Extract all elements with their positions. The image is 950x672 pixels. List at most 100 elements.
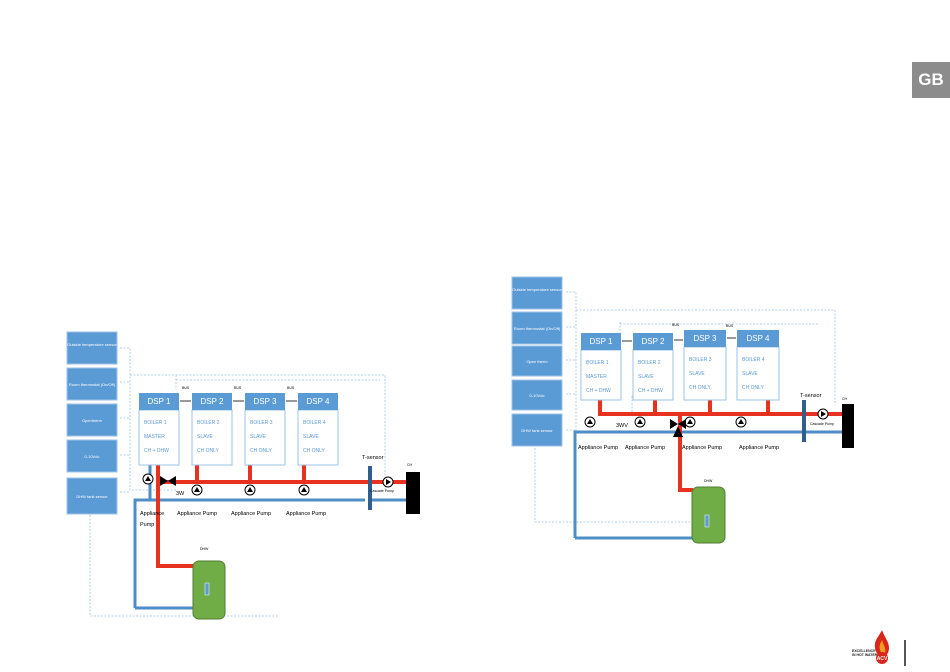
pump-label-1a-left: Appliance	[140, 511, 164, 517]
tsensor-label-left: T-sensor	[362, 455, 384, 461]
control-box-outside-sensor-r: Outside temperature sensor	[511, 276, 563, 310]
control-box-outside-sensor: Outside temperature sensor	[66, 331, 118, 365]
svg-text:DSP 4: DSP 4	[307, 397, 331, 406]
svg-text:0-10Vdc: 0-10Vdc	[85, 454, 100, 459]
ch-label-right: CH	[842, 397, 848, 401]
svg-text:BUS: BUS	[182, 386, 190, 390]
tsensor-label-right: T-sensor	[800, 393, 822, 399]
svg-text:DSP 4: DSP 4	[747, 334, 771, 343]
svg-text:SLAVE: SLAVE	[303, 434, 319, 440]
svg-text:Room thermostat (On/Off): Room thermostat (On/Off)	[514, 326, 561, 331]
svg-text:CH ONLY: CH ONLY	[303, 448, 326, 454]
svg-text:Opentherm: Opentherm	[82, 418, 103, 423]
t-sensor-left	[368, 466, 372, 510]
svg-text:BUS: BUS	[234, 386, 242, 390]
svg-text:Outside temperature sensor: Outside temperature sensor	[67, 342, 117, 347]
cascade-pump-label-right: Cascade Pump	[810, 422, 834, 426]
control-box-room-thermostat: Room thermostat (On/Off)	[66, 367, 118, 401]
pump-label-2-right: Appliance Pump	[625, 445, 665, 451]
boiler-2-right: DSP 2 BOILER 2 SLAVE CH + DHW	[632, 333, 674, 401]
svg-text:DHW tank sensor: DHW tank sensor	[76, 494, 108, 499]
appliance-pump-4-right	[735, 416, 747, 428]
svg-text:Outside temperature sensor: Outside temperature sensor	[512, 287, 562, 292]
svg-text:BOILER 2: BOILER 2	[197, 420, 220, 426]
appliance-pump-1-right	[584, 416, 596, 428]
dhw-label-left: DHW	[200, 547, 209, 551]
svg-text:0-10Vdc: 0-10Vdc	[530, 393, 545, 398]
svg-text:BOILER 2: BOILER 2	[638, 360, 661, 366]
svg-text:CH ONLY: CH ONLY	[742, 385, 765, 391]
control-wiring-left	[89, 347, 386, 617]
bus-links-left: BUS BUS BUS	[180, 386, 297, 402]
cascade-pump-label-left: Cascade Pump	[370, 489, 394, 493]
svg-text:DSP 2: DSP 2	[642, 337, 666, 346]
boiler-3-left: DSP 3 BOILER 3 SLAVE CH ONLY	[244, 393, 286, 466]
diagram-right: Outside temperature sensor Room thermost…	[511, 276, 854, 544]
ch-header-left	[406, 472, 420, 514]
cascade-pump-right	[817, 408, 829, 420]
bus-links-right: BUS BUS	[622, 323, 736, 342]
svg-text:Room thermostat (On/Off): Room thermostat (On/Off)	[69, 382, 116, 387]
pump-label-4-left: Appliance Pump	[286, 511, 326, 517]
svg-text:MASTER: MASTER	[586, 374, 607, 380]
pump-label-4-right: Appliance Pump	[739, 445, 779, 451]
pump-label-2-left: Appliance Pump	[177, 511, 217, 517]
appliance-pump-3-left	[244, 484, 256, 496]
ch-header-right	[842, 404, 854, 448]
control-box-opentherm-r: Open therm	[511, 345, 563, 377]
valve-label-left: 3W	[176, 491, 185, 497]
valve-label-right: 3WV	[616, 423, 628, 429]
boiler-4-left: DSP 4 BOILER 4 SLAVE CH ONLY	[297, 393, 339, 466]
t-sensor-right	[802, 400, 806, 442]
control-box-0-10vdc-r: 0-10Vdc	[511, 379, 563, 411]
svg-text:SLAVE: SLAVE	[742, 371, 758, 377]
control-box-dhw-sensor-r: DHW tank sensor	[511, 413, 563, 447]
svg-text:MASTER: MASTER	[144, 434, 165, 440]
svg-text:BOILER 1: BOILER 1	[586, 360, 609, 366]
svg-text:BOILER 4: BOILER 4	[303, 420, 326, 426]
appliance-pump-2-left	[191, 484, 203, 496]
svg-text:CH + DHW: CH + DHW	[638, 388, 663, 394]
svg-text:DSP 1: DSP 1	[148, 397, 172, 406]
svg-text:BUS: BUS	[726, 324, 734, 328]
control-wiring-right	[534, 291, 836, 523]
appliance-pump-3-right	[684, 416, 696, 428]
svg-text:CH ONLY: CH ONLY	[250, 448, 273, 454]
svg-text:DSP 3: DSP 3	[694, 334, 718, 343]
pump-label-3-right: Appliance Pump	[682, 445, 722, 451]
appliance-pump-4-left	[298, 484, 310, 496]
svg-text:BOILER 4: BOILER 4	[742, 357, 765, 363]
svg-text:DSP 2: DSP 2	[201, 397, 225, 406]
boiler-1-left: DSP 1 BOILER 1 MASTER CH + DHW	[138, 393, 180, 466]
control-box-opentherm: Opentherm	[66, 403, 118, 437]
control-box-room-thermostat-r: Room thermostat (On/Off)	[511, 311, 563, 345]
svg-text:IN HOT WATER: IN HOT WATER	[852, 653, 878, 657]
language-tab[interactable]: GB	[912, 62, 950, 98]
svg-text:CH ONLY: CH ONLY	[197, 448, 220, 454]
boiler-3-right: DSP 3 BOILER 3 SLAVE CH ONLY	[683, 330, 727, 401]
dhw-tank-right	[691, 486, 726, 544]
appliance-pump-2-right	[634, 416, 646, 428]
pump-label-3-left: Appliance Pump	[231, 511, 271, 517]
svg-text:SLAVE: SLAVE	[638, 374, 654, 380]
svg-text:SLAVE: SLAVE	[197, 434, 213, 440]
control-box-dhw-sensor: DHW tank sensor	[66, 477, 118, 515]
three-way-valve-left	[160, 476, 176, 486]
svg-text:BUS: BUS	[672, 323, 680, 327]
ch-label-left: CH	[407, 463, 413, 467]
svg-text:DSP 3: DSP 3	[254, 397, 278, 406]
svg-text:CH ONLY: CH ONLY	[689, 385, 712, 391]
svg-text:SLAVE: SLAVE	[689, 371, 705, 377]
svg-text:Open therm: Open therm	[526, 359, 548, 364]
flame-icon	[874, 630, 889, 657]
svg-text:BOILER 1: BOILER 1	[144, 420, 167, 426]
acv-logo: EXCELLENCE IN HOT WATER ACV	[852, 630, 889, 664]
svg-text:DSP 1: DSP 1	[590, 337, 614, 346]
pump-label-1-right: Appliance Pump	[578, 445, 618, 451]
control-box-0-10vdc: 0-10Vdc	[66, 439, 118, 473]
svg-text:CH + DHW: CH + DHW	[144, 448, 169, 454]
svg-text:CH + DHW: CH + DHW	[586, 388, 611, 394]
pump-label-1b-left: Pump	[140, 522, 154, 528]
dhw-label-right: DHW	[704, 479, 713, 483]
